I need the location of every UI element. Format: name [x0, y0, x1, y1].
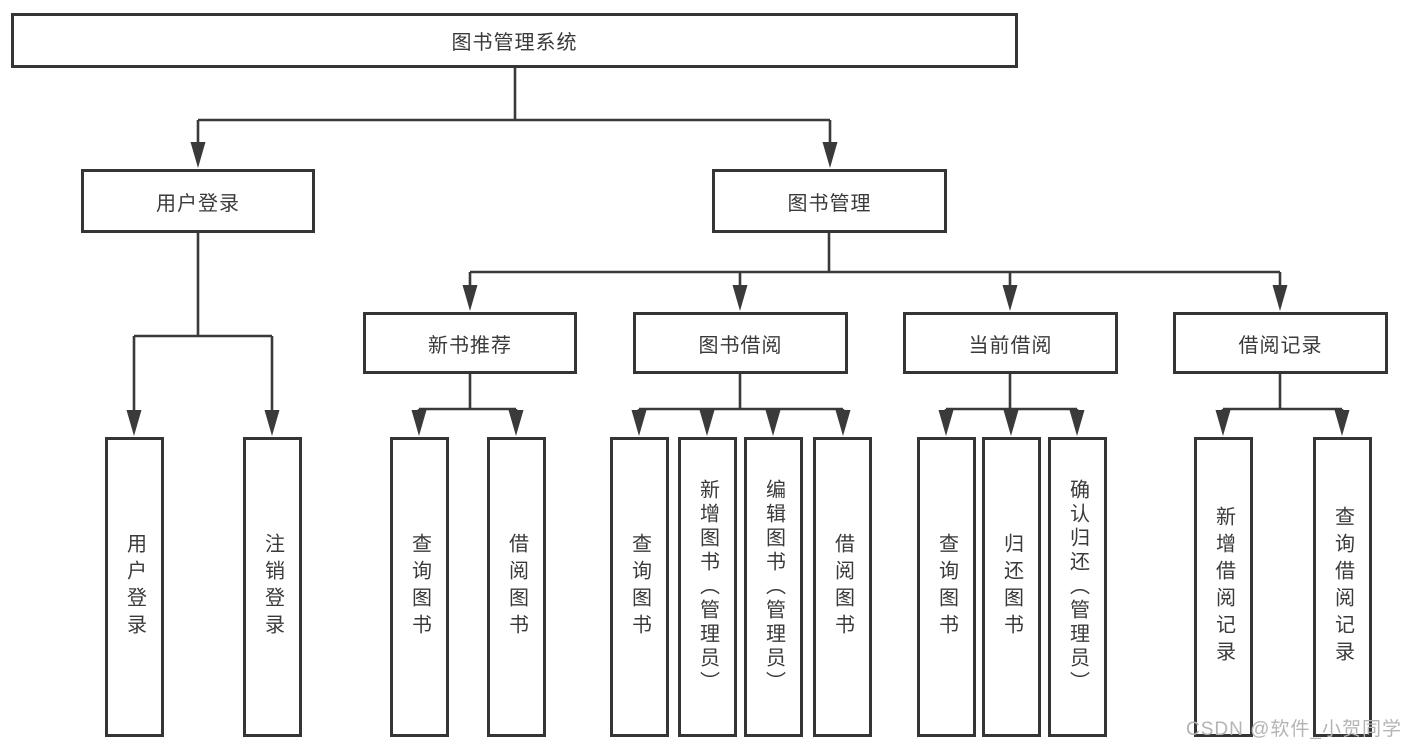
node-new-book-recommendation: 新书推荐	[363, 312, 577, 374]
csdn-watermark: CSDN @软件_小贺同学	[1186, 719, 1402, 740]
leaf-edit-books-admin: 编辑图书（管理员）	[744, 437, 803, 737]
leaf-borrow-books: 借阅图书	[813, 437, 872, 737]
node-book-borrowing: 图书借阅	[633, 312, 848, 374]
node-current-borrowing: 当前借阅	[903, 312, 1118, 374]
leaf-add-books-admin: 新增图书（管理员）	[678, 437, 737, 737]
leaf-query-books: 查询图书	[917, 437, 976, 737]
leaf-logout: 注销登录	[243, 437, 302, 737]
node-library-management-system: 图书管理系统	[11, 13, 1018, 68]
node-book-management: 图书管理	[712, 169, 947, 233]
leaf-query-books: 查询图书	[390, 437, 449, 737]
leaf-confirm-return-admin: 确认归还（管理员）	[1048, 437, 1107, 737]
leaf-query-borrow-record: 查询借阅记录	[1313, 437, 1372, 737]
leaf-add-borrow-record: 新增借阅记录	[1194, 437, 1253, 737]
leaf-return-books: 归还图书	[982, 437, 1041, 737]
leaf-borrow-books: 借阅图书	[487, 437, 546, 737]
leaf-query-books: 查询图书	[610, 437, 669, 737]
node-borrowing-records: 借阅记录	[1173, 312, 1388, 374]
leaf-user-login: 用户登录	[105, 437, 164, 737]
node-user-login: 用户登录	[81, 169, 315, 233]
